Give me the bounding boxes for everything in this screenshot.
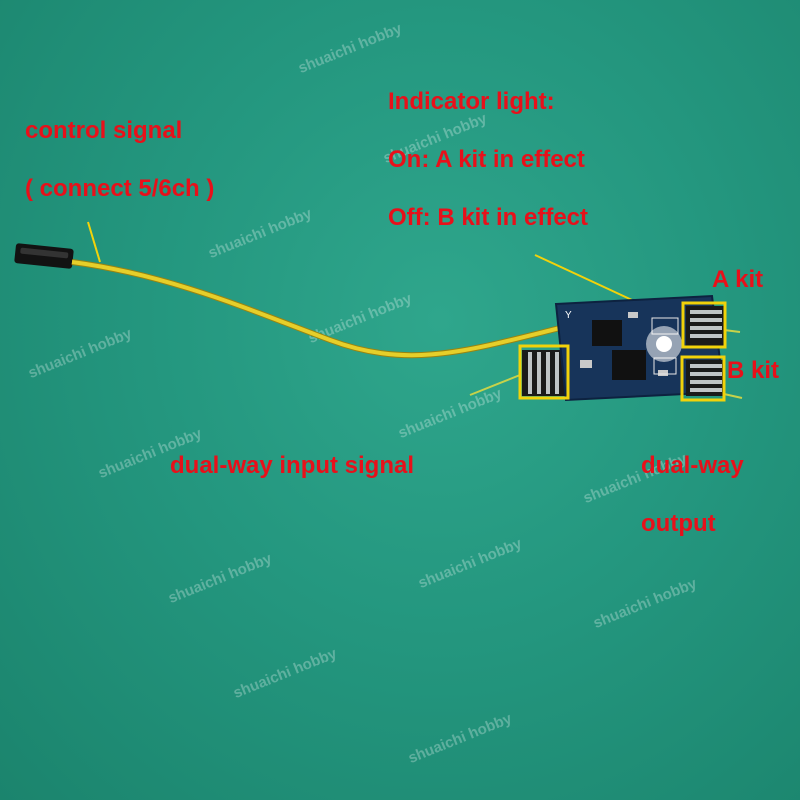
input-pin [546, 352, 550, 394]
smd-component [658, 370, 668, 376]
output-pin [690, 380, 722, 384]
smd-component [580, 360, 592, 368]
output-lead [723, 393, 743, 399]
input-signal-label: dual-way input signal [170, 452, 415, 479]
output-label-line1: dual-way [641, 452, 744, 479]
pointer-line-control [87, 221, 101, 263]
pointer-line-indicator [534, 254, 633, 301]
output-pin [690, 372, 722, 376]
b-kit-label: B kit [727, 357, 780, 384]
control-signal-label: control signal [25, 117, 183, 144]
output-pin [690, 318, 722, 322]
control-wire [71, 260, 561, 358]
input-pin [555, 352, 559, 394]
input-highlight-box [518, 344, 570, 400]
connect-channel-label: ( connect 5/6ch ) [25, 175, 215, 202]
output-label-line2: output [641, 510, 716, 537]
indicator-on-label: On: A kit in effect [388, 146, 585, 173]
output-lead [723, 329, 741, 333]
b-kit-highlight-box [680, 355, 726, 402]
ic-chip [592, 320, 622, 346]
input-pin [528, 352, 532, 394]
ic-chip [612, 350, 646, 380]
indicator-led [656, 336, 672, 352]
input-lead [469, 374, 521, 396]
pcb-silkscreen-mark: Y [565, 310, 572, 321]
output-pin [690, 334, 722, 338]
indicator-light-title: Indicator light: [388, 88, 555, 115]
output-pin [690, 364, 722, 368]
a-kit-highlight-box [681, 301, 727, 349]
output-pin [690, 326, 722, 330]
a-kit-label: A kit [712, 266, 764, 293]
output-pin [690, 310, 722, 314]
output-pin [690, 388, 722, 392]
indicator-off-label: Off: B kit in effect [388, 204, 589, 231]
smd-component [628, 312, 638, 318]
plug-highlight [20, 247, 69, 259]
input-pin [537, 352, 541, 394]
